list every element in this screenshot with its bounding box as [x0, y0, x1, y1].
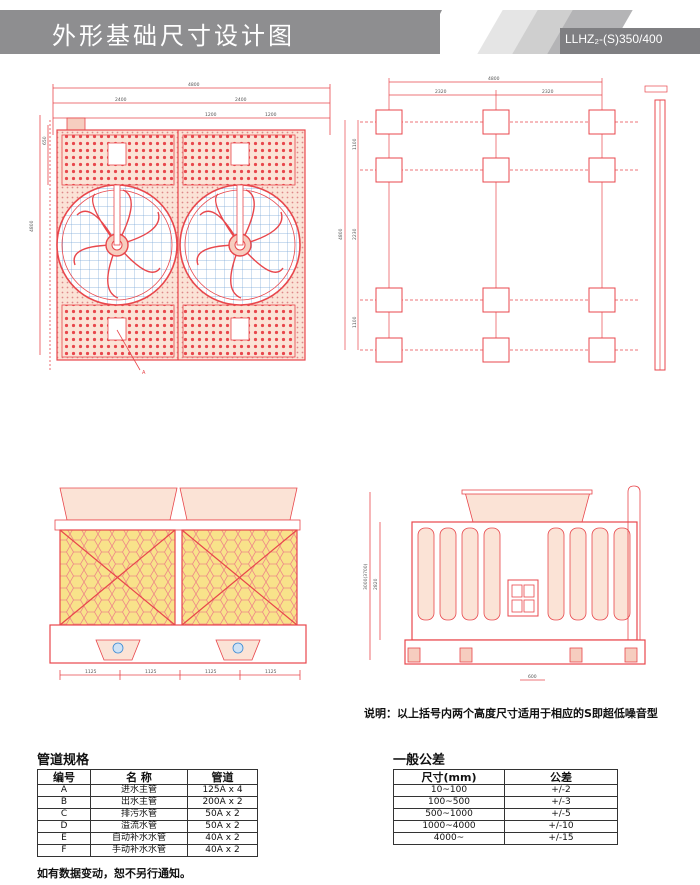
dim-label: 650: [42, 136, 48, 145]
table-cell: B: [37, 796, 91, 809]
callout-a: A: [142, 370, 146, 376]
table-cell: 出水主管: [90, 796, 188, 809]
tolerance-title: 一般公差: [393, 753, 446, 768]
table-cell: 4000~: [393, 832, 505, 845]
page-title: 外形基础尺寸设计图: [52, 22, 295, 50]
table-cell: +/-10: [504, 820, 618, 833]
model-box: [560, 28, 700, 54]
table-cell: 1000~4000: [393, 820, 505, 833]
dim-label: 1100: [352, 316, 358, 328]
table-cell: 100~500: [393, 796, 505, 809]
column-header: 名 称: [90, 769, 188, 785]
dim-label: 2320: [542, 89, 554, 95]
table-cell: 125A x 4: [187, 784, 258, 797]
table-cell: +/-2: [504, 784, 618, 797]
table-cell: A: [37, 784, 91, 797]
table-header-row: 编号 名 称 管道: [37, 769, 258, 785]
tolerance-table: 尺寸(mm) 公差 10~100+/-2 100~500+/-3 500~100…: [393, 769, 618, 845]
table-cell: 进水主管: [90, 784, 188, 797]
table-cell: E: [37, 832, 91, 845]
table-cell: D: [37, 820, 91, 833]
table-cell: 自动补水水管: [90, 832, 188, 845]
table-cell: 40A x 2: [187, 832, 258, 845]
dim-label: 2230: [352, 228, 358, 240]
fan-left: [56, 184, 178, 306]
dim-label: 3000(3700): [363, 563, 369, 590]
table-cell: 溢流水管: [90, 820, 188, 833]
dim-label: 2400: [235, 97, 247, 103]
column-header: 管道: [187, 769, 258, 785]
column-header: 尺寸(mm): [393, 769, 505, 785]
dim-label: 600: [528, 674, 537, 680]
dim-label: 1100: [352, 138, 358, 150]
table-cell: 500~1000: [393, 808, 505, 821]
dim-label: 2400: [115, 97, 127, 103]
side-elevation-dims: 3000(3700) 2820 600: [363, 563, 537, 680]
table-row: 4000~+/-15: [393, 832, 618, 845]
table-row: 10~100+/-2: [393, 784, 618, 797]
pipe-spec-title: 管道规格: [37, 753, 90, 768]
table-row: 1000~4000+/-10: [393, 820, 618, 833]
title-bar-tip: [420, 10, 442, 54]
table-cell: 手动补水水管: [90, 844, 188, 857]
table-cell: F: [37, 844, 91, 857]
table-cell: 50A x 2: [187, 820, 258, 833]
table-cell: 10~100: [393, 784, 505, 797]
dim-label: 1125: [145, 669, 157, 675]
dim-label: 1200: [205, 112, 217, 118]
table-cell: 40A x 2: [187, 844, 258, 857]
table-row: 100~500+/-3: [393, 796, 618, 809]
dim-label: 4800: [338, 228, 344, 240]
dim-label: 1200: [265, 112, 277, 118]
drawings: 4800 2400 2400 1200 1200 4800 650 A: [29, 76, 668, 681]
dim-label: 2820: [373, 578, 379, 590]
table-cell: 200A x 2: [187, 796, 258, 809]
column-header: 公差: [504, 769, 618, 785]
dim-label: 4800: [488, 76, 500, 82]
table-cell: +/-5: [504, 808, 618, 821]
dim-label: 2320: [435, 89, 447, 95]
dim-label: 1125: [265, 669, 277, 675]
front-elevation: [49, 487, 307, 680]
note: 说明：以上括号内两个高度尺寸适用于相应的S即超低噪音型: [364, 707, 658, 720]
top-view-dims: 4800 2400 2400 1200 1200 4800 650 A: [29, 82, 277, 376]
table-cell: 排污水管: [90, 808, 188, 821]
page-header: 外形基础尺寸设计图 LLHZ₂-(S)350/400: [0, 10, 700, 54]
dim-label: 1125: [205, 669, 217, 675]
side-elevation: [369, 485, 646, 681]
title-bar: [0, 10, 440, 54]
dim-label: 4800: [188, 82, 200, 88]
dim-label: 1125: [85, 669, 97, 675]
dim-label: 4800: [29, 220, 35, 232]
table-cell: 50A x 2: [187, 808, 258, 821]
footnote: 如有数据变动，恕不另行通知。: [37, 867, 191, 880]
model-number: LLHZ₂-(S)350/400: [565, 32, 663, 46]
table-row: 500~1000+/-5: [393, 808, 618, 821]
front-elevation-dims: 1125 1125 1125 1125: [85, 669, 277, 675]
foundation-plan-dims: 4800 2320 2320 4800 1100 2230 1100: [338, 76, 554, 328]
table-cell: C: [37, 808, 91, 821]
table-header-row: 尺寸(mm) 公差: [393, 769, 618, 785]
foundation-plan: [344, 78, 668, 371]
fan-right: [179, 184, 301, 306]
column-header: 编号: [37, 769, 91, 785]
table-cell: +/-15: [504, 832, 618, 845]
table-cell: +/-3: [504, 796, 618, 809]
